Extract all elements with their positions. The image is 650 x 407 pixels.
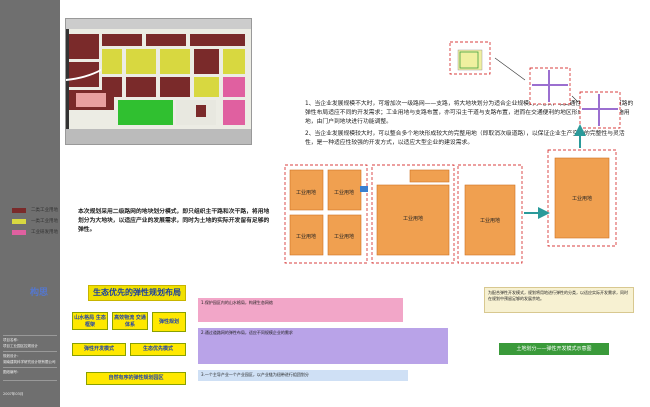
legend-swatch: [12, 229, 26, 235]
block-label: 工业用地: [296, 233, 316, 240]
concept-note: 1.保护园区内的山水格局，构建生态网络: [198, 298, 403, 322]
block-label: 工业用地: [334, 189, 354, 196]
legend-item: 二类工业用地: [12, 207, 58, 213]
block-label: 工业用地: [403, 215, 423, 222]
concept-box: 弹性开发模式: [72, 343, 126, 356]
legend-label: 一类工业用地: [31, 219, 58, 224]
concept-box: 生态优先模式: [130, 343, 186, 356]
block-label: 工业用地: [572, 195, 592, 202]
sidebar-divider: [3, 351, 57, 352]
concept-box: 山水格局 生态框架: [72, 312, 108, 330]
sidebar-divider: [3, 367, 57, 368]
concept-box: 高效物流 交通体系: [112, 312, 148, 330]
right-paragraph-2: 2、当企业发展规模较大时，可以整合多个地块形成较大的完整用地（即取消次级道路），…: [305, 131, 625, 146]
block-label: 工业用地: [296, 189, 316, 196]
legend-swatch: [12, 207, 26, 213]
legend-item: 一类工业用地: [12, 218, 58, 224]
concept-note: 3.一个主导产业一个产业园区，以产业链为纽带进行组团划分: [198, 370, 408, 381]
sidebar-line: 2007年03月: [3, 392, 24, 396]
legend-item: 工业研发用地: [12, 229, 58, 235]
right-paragraph-1: 1、当企业发展规模不大时，可增加次一级路网——支路，将大地块划分为适合企业规模的…: [305, 101, 634, 125]
sidebar: 项目名称： 项目工业园区控规设计 规划设计： 湖南建筑科学研究设计院有限公司 图…: [0, 0, 60, 407]
left-paragraph: 本次规划采用二级路网的地块划分模式，即只组织主干路和次干路，将用地划分为大地块，…: [78, 209, 270, 233]
sidebar-divider: [3, 335, 57, 336]
concept-box: 自然有序的弹性规划园区: [86, 372, 186, 385]
concept-note: 2.通过道路网的弹性布局，适应不同规模企业的需求: [198, 328, 448, 364]
block-label: 工业用地: [334, 233, 354, 240]
sidebar-line: 项目名称：: [3, 338, 21, 342]
sidebar-line: 规划设计：: [3, 354, 21, 358]
legend-label: 工业研发用地: [31, 230, 58, 235]
sidebar-line: 项目工业园区控规设计: [3, 344, 38, 348]
sidebar-line: 湖南建筑科学研究设计院有限公司: [3, 360, 56, 364]
block-label: 工业用地: [480, 217, 500, 224]
legend-label: 二类工业用地: [31, 208, 58, 213]
land-use-map: [65, 18, 252, 145]
right-note: 为配合弹性开发模式，规划将用地进行弹性的分类，以适应实际开发需求，同时在规划中预…: [484, 287, 634, 313]
sidebar-line: 图纸编号：: [3, 370, 21, 374]
flex-development-bar: 土地划分——弹性开发模式示意图: [499, 343, 609, 355]
concept-title: 生态优先的弹性规划布局: [88, 285, 186, 301]
concept-box: 弹性规划: [152, 312, 186, 332]
flexible-block-diagram: 工业用地 工业用地 工业用地 工业用地 工业用地 工业用地 工业用地: [284, 41, 621, 264]
sidebar-divider: [3, 380, 57, 381]
concept-label: 构思: [30, 288, 49, 298]
legend-swatch: [12, 218, 26, 224]
